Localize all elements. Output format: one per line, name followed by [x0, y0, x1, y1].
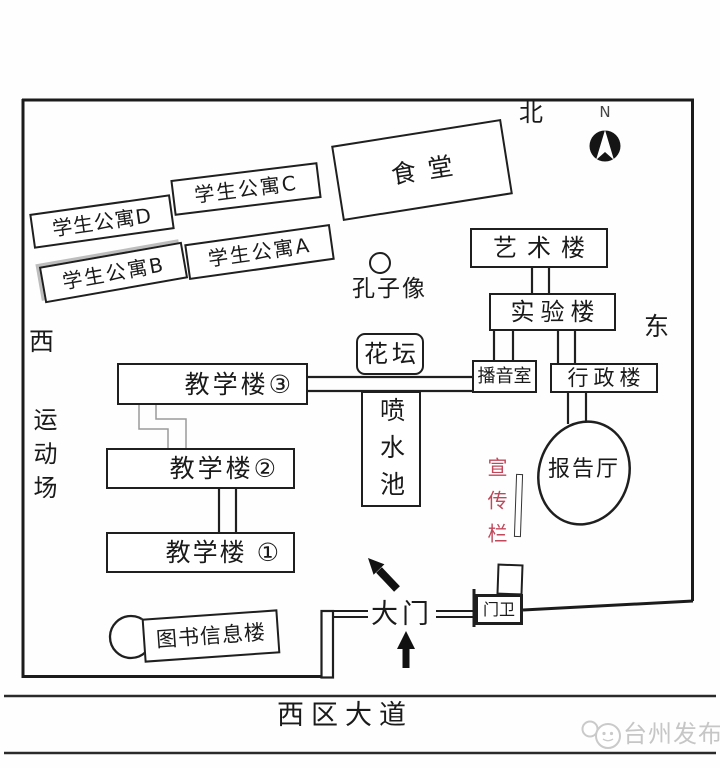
- building-lab: 实验楼: [489, 293, 616, 331]
- fountain: 喷水池: [361, 391, 421, 508]
- compass-n-label: N: [599, 103, 611, 121]
- bulletin-board-label: 宣传栏: [484, 457, 508, 556]
- flower-bed: 花坛: [356, 333, 424, 375]
- building-guard-room: 门卫: [475, 594, 523, 625]
- playground-label: 运动场: [29, 407, 57, 509]
- road-lines: [4, 694, 716, 755]
- direction-arrow-up-icon: [397, 631, 415, 668]
- confucius-statue-label: 孔子像: [352, 276, 427, 302]
- gate-path-lines: [334, 589, 476, 627]
- confucius-statue-circle: [369, 252, 391, 274]
- compass-icon: [589, 130, 621, 162]
- direction-north-label: 北: [519, 99, 543, 127]
- campus-boundary-wall: [21, 98, 694, 678]
- building-teaching-3: 教学楼③: [117, 363, 308, 405]
- lecture-hall-ellipse: [537, 420, 631, 526]
- building-teaching-2: 教学楼②: [106, 448, 295, 489]
- road-label: 西区大道: [277, 700, 413, 731]
- guard-room-annex: [496, 563, 524, 596]
- direction-west-label: 西: [29, 327, 55, 356]
- building-art: 艺术楼: [470, 228, 608, 268]
- stair-zigzag-connector: [138, 405, 187, 449]
- direction-arrow-upleft-icon: [368, 558, 400, 592]
- main-gate-label: 大门: [371, 599, 433, 630]
- building-admin: 行政楼: [550, 363, 658, 393]
- building-broadcast-room: 播音室: [472, 360, 537, 393]
- watermark-text: 台州发布: [623, 720, 720, 748]
- gate-post: [320, 609, 335, 679]
- lecture-hall-label: 报告厅: [547, 457, 620, 482]
- watermark-logo-icon: [581, 720, 621, 749]
- building-teaching-1: 教学楼 ①: [106, 532, 295, 573]
- direction-east-label: 东: [644, 312, 670, 341]
